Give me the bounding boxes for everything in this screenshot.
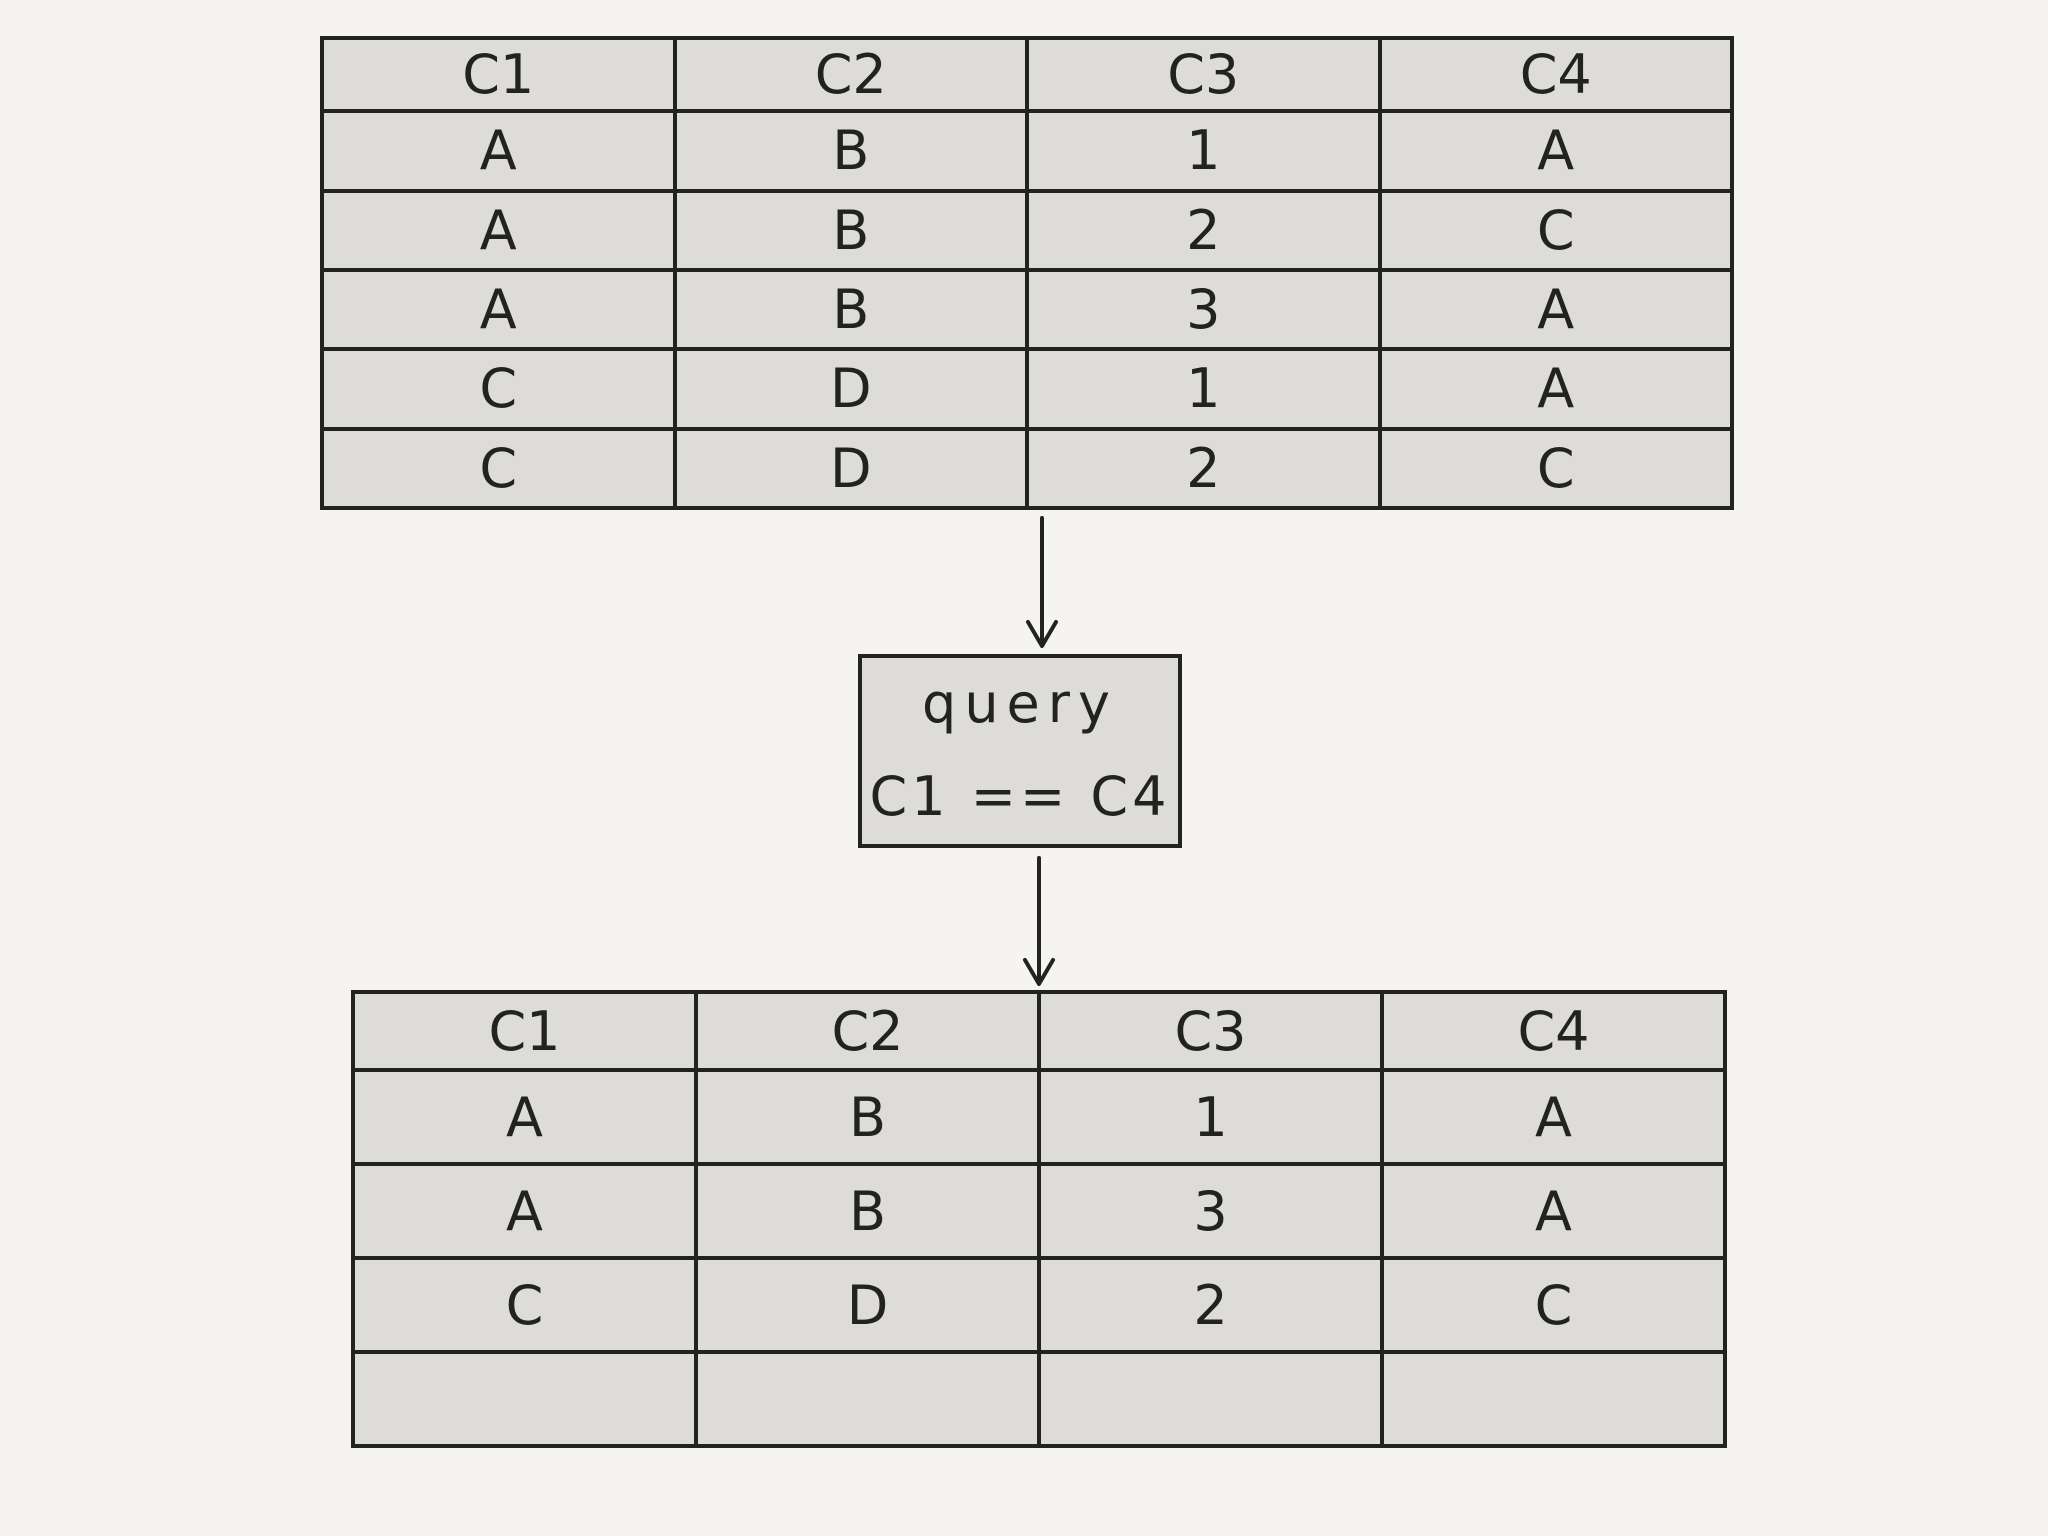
input-table-row: C D 1 A [320, 347, 1734, 431]
input-cell: D [672, 426, 1029, 511]
output-header-cell-c4: C4 [1380, 990, 1727, 1072]
input-cell: C [1377, 188, 1734, 272]
output-cell: A [1380, 1068, 1727, 1166]
query-box: query C1 == C4 [858, 654, 1182, 848]
input-cell: A [320, 109, 677, 193]
output-cell-empty [351, 1350, 698, 1448]
output-cell: C [351, 1256, 698, 1354]
input-cell: A [320, 188, 677, 272]
output-header-cell-c2: C2 [694, 990, 1041, 1072]
input-header-cell-c3: C3 [1025, 35, 1382, 114]
input-table-row: A B 3 A [320, 267, 1734, 352]
arrow-table-to-query [1026, 516, 1058, 648]
input-table-row: A B 2 C [320, 188, 1734, 272]
query-expression: C1 == C4 [869, 765, 1171, 828]
input-header-cell-c2: C2 [672, 35, 1029, 114]
input-header-cell-c4: C4 [1377, 35, 1734, 114]
input-cell: B [672, 188, 1029, 272]
output-header-row: C1 C2 C3 C4 [351, 990, 1727, 1072]
output-cell: A [1380, 1162, 1727, 1260]
input-header-cell-c1: C1 [320, 35, 677, 114]
input-header-row: C1 C2 C3 C4 [320, 35, 1734, 114]
output-table-row: A B 3 A [351, 1162, 1727, 1260]
output-table: C1 C2 C3 C4 A B 1 A A B 3 A C D 2 C [351, 990, 1727, 1448]
output-table-row: C D 2 C [351, 1256, 1727, 1354]
input-table: C1 C2 C3 C4 A B 1 A A B 2 C A B 3 A C D … [320, 35, 1734, 511]
input-cell: B [672, 109, 1029, 193]
output-cell: A [351, 1068, 698, 1166]
output-cell-empty [694, 1350, 1041, 1448]
output-table-row: A B 1 A [351, 1068, 1727, 1166]
input-table-row: A B 1 A [320, 109, 1734, 193]
output-cell: 2 [1037, 1256, 1384, 1354]
input-cell: B [672, 267, 1029, 352]
input-cell: A [1377, 109, 1734, 193]
input-cell: C [320, 426, 677, 511]
output-table-row-empty [351, 1350, 1727, 1448]
output-cell-empty [1380, 1350, 1727, 1448]
output-cell: A [351, 1162, 698, 1260]
output-cell-empty [1037, 1350, 1384, 1448]
output-header-cell-c3: C3 [1037, 990, 1384, 1072]
output-cell: B [694, 1068, 1041, 1166]
input-cell: 1 [1025, 109, 1382, 193]
input-cell: 2 [1025, 188, 1382, 272]
input-cell: D [672, 347, 1029, 431]
query-title: query [922, 672, 1118, 735]
input-cell: 3 [1025, 267, 1382, 352]
output-cell: C [1380, 1256, 1727, 1354]
arrow-query-to-result [1023, 856, 1055, 986]
output-cell: D [694, 1256, 1041, 1354]
input-cell: C [1377, 426, 1734, 511]
input-cell: 1 [1025, 347, 1382, 431]
input-cell: 2 [1025, 426, 1382, 511]
output-cell: 3 [1037, 1162, 1384, 1260]
output-cell: B [694, 1162, 1041, 1260]
input-cell: A [1377, 347, 1734, 431]
input-cell: A [1377, 267, 1734, 352]
output-header-cell-c1: C1 [351, 990, 698, 1072]
input-cell: C [320, 347, 677, 431]
input-table-row: C D 2 C [320, 426, 1734, 511]
input-cell: A [320, 267, 677, 352]
output-cell: 1 [1037, 1068, 1384, 1166]
